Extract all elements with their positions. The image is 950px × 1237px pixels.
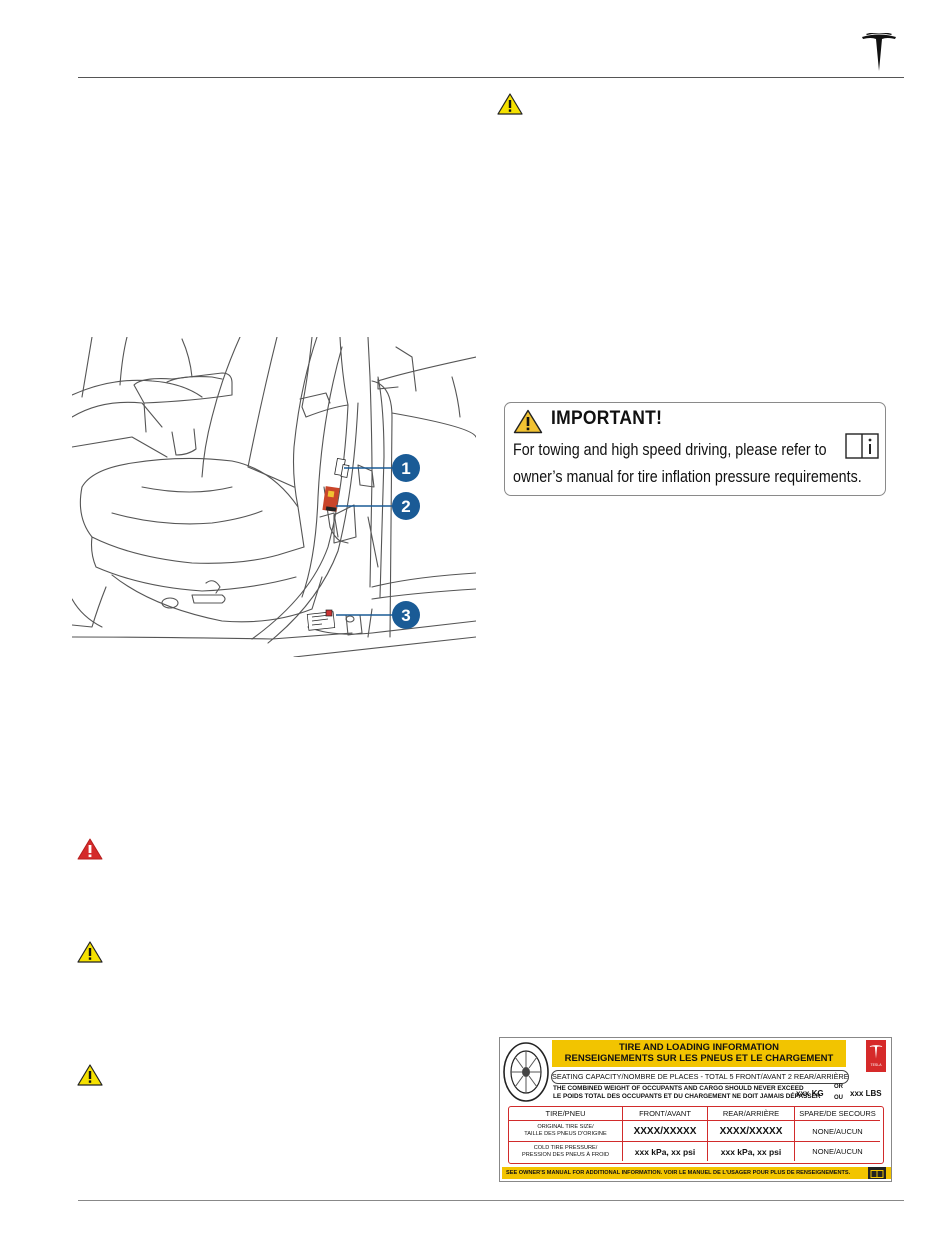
caution-triangle-icon	[77, 941, 103, 963]
tire-table: TIRE/PNEU FRONT/AVANT REAR/ARRIÈRE SPARE…	[508, 1106, 884, 1164]
svg-text:1: 1	[401, 459, 410, 478]
placard-title-en: TIRE AND LOADING INFORMATION	[619, 1042, 779, 1053]
footer-rule	[78, 1200, 904, 1201]
placard-footer-text: SEE OWNER'S MANUAL FOR ADDITIONAL INFORM…	[506, 1170, 851, 1176]
header-rule	[78, 77, 904, 78]
combined-weight-fr: LE POIDS TOTAL DES OCCUPANTS ET DU CHARG…	[553, 1093, 821, 1100]
table-header: FRONT/AVANT	[623, 1107, 708, 1121]
combined-weight-en: THE COMBINED WEIGHT OF OCCUPANTS AND CAR…	[553, 1085, 804, 1092]
row2-label-fr: PRESSION DES PNEUS À FROID	[521, 1151, 610, 1158]
weight-kg: xxx KG	[796, 1089, 824, 1098]
tesla-placard-logo: TESLA	[866, 1040, 886, 1072]
table-cell: NONE/AUCUN	[812, 1147, 863, 1156]
table-header: REAR/ARRIÈRE	[708, 1107, 795, 1121]
important-label: IMPORTANT! For towing and high speed dri…	[504, 402, 886, 496]
figure-callouts: 1 2 3	[336, 454, 420, 629]
owners-manual-icon	[868, 1167, 886, 1179]
table-cell: xxx kPa, xx psi	[708, 1142, 795, 1161]
table-header: SPARE/DE SECOURS	[795, 1107, 880, 1121]
or-fr: OU	[834, 1095, 843, 1101]
placard-footer: SEE OWNER'S MANUAL FOR ADDITIONAL INFORM…	[502, 1167, 891, 1179]
table-cell: XXXX/XXXXX	[708, 1121, 795, 1142]
weight-lbs: xxx LBS	[850, 1089, 882, 1098]
callout-1: 1	[392, 454, 420, 482]
row2-label-en: COLD TIRE PRESSURE/	[533, 1144, 598, 1151]
table-cell: NONE/AUCUN	[795, 1121, 880, 1142]
tire-icon	[503, 1042, 549, 1102]
important-line-2: owner’s manual for tire inflation pressu…	[513, 467, 862, 486]
tire-loading-placard: TIRE AND LOADING INFORMATION RENSEIGNEME…	[499, 1037, 892, 1182]
caution-triangle-icon	[513, 409, 543, 434]
table-header: TIRE/PNEU	[509, 1107, 623, 1121]
table-cell: XXXX/XXXXX	[623, 1121, 708, 1142]
seating-capacity: SEATING CAPACITY/NOMBRE DE PLACES - TOTA…	[551, 1070, 849, 1084]
important-line-1: For towing and high speed driving, pleas…	[513, 440, 827, 459]
important-title: IMPORTANT!	[551, 408, 663, 429]
callout-2: 2	[392, 492, 420, 520]
caution-triangle-icon	[77, 1064, 103, 1086]
placard-title-band: TIRE AND LOADING INFORMATION RENSEIGNEME…	[552, 1040, 846, 1067]
caution-triangle-icon	[497, 93, 523, 115]
owners-manual-icon	[845, 433, 879, 459]
table-row-label: COLD TIRE PRESSURE/ PRESSION DES PNEUS À…	[509, 1142, 623, 1161]
or-en: OR	[834, 1084, 843, 1090]
callout-3: 3	[392, 601, 420, 629]
tesla-logo-icon	[869, 1045, 883, 1059]
row1-label-fr: TAILLE DES PNEUS D'ORIGINE	[524, 1131, 607, 1137]
warning-triangle-icon	[77, 838, 103, 860]
table-row-label: ORIGINAL TIRE SIZE/ TAILLE DES PNEUS D'O…	[509, 1121, 623, 1142]
svg-text:3: 3	[401, 606, 410, 625]
placard-logo-text: TESLA	[870, 1063, 882, 1067]
tesla-logo-icon	[862, 33, 896, 71]
placard-title-fr: RENSEIGNEMENTS SUR LES PNEUS ET LE CHARG…	[564, 1053, 834, 1064]
table-cell: xxx kPa, xx psi	[623, 1142, 708, 1161]
svg-text:2: 2	[401, 497, 410, 516]
door-pillar-label-location-illustration	[72, 337, 476, 657]
row1-label-en: ORIGINAL TIRE SIZE/	[537, 1124, 594, 1130]
